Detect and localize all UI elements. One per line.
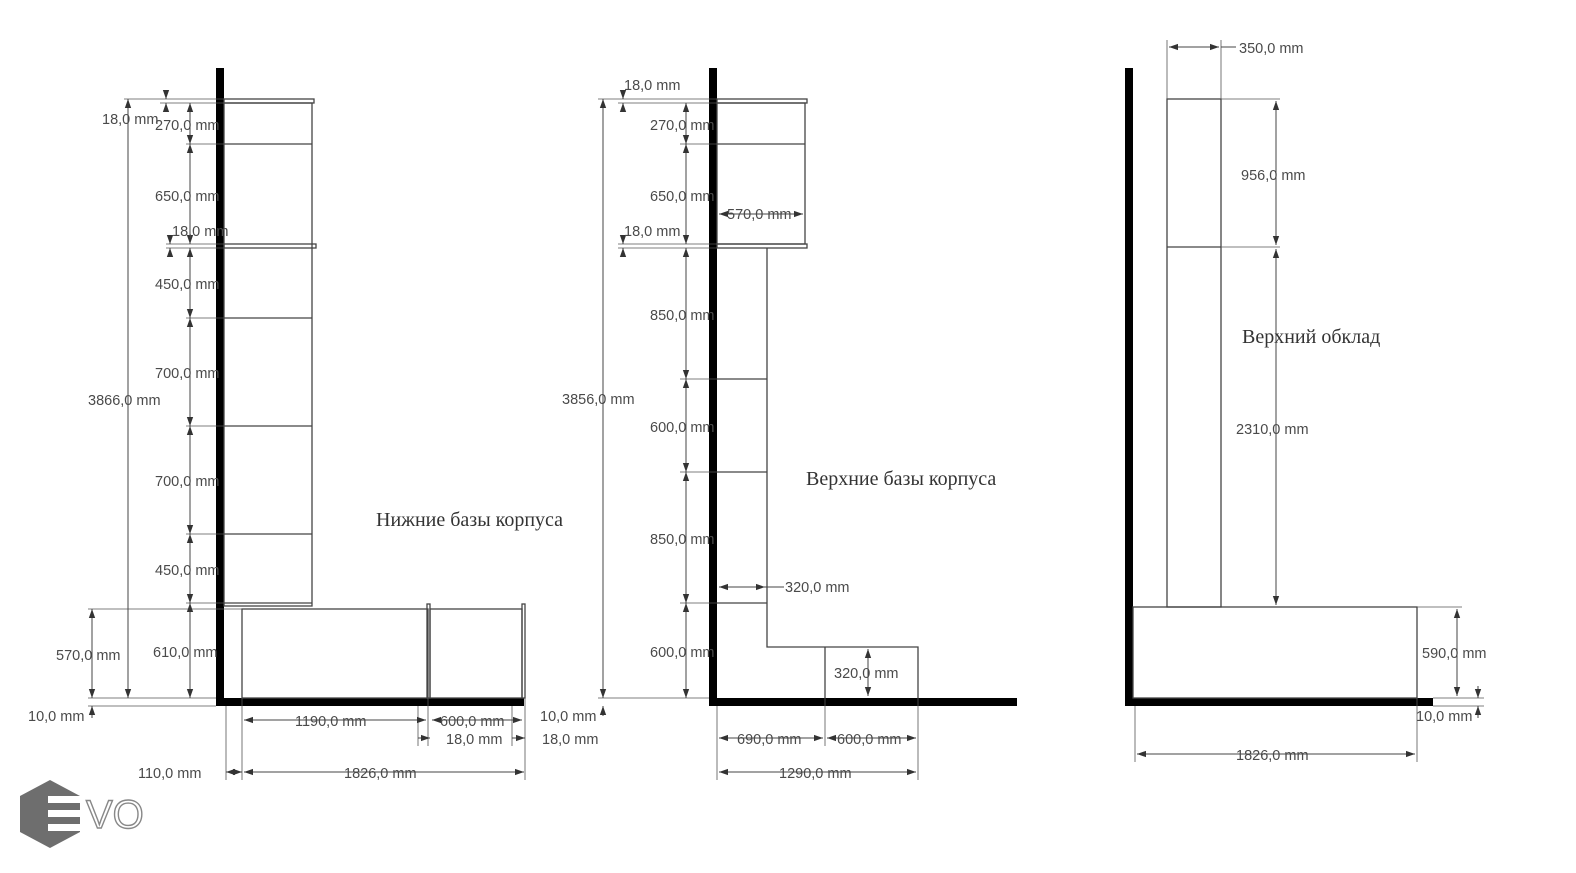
dim-label: 590,0 mm bbox=[1422, 646, 1486, 662]
dim-label: 450,0 mm bbox=[155, 563, 219, 579]
wall-vertical bbox=[709, 68, 717, 706]
dim-label: 1190,0 mm bbox=[295, 714, 366, 730]
wall-cabinets bbox=[716, 98, 808, 249]
upper-cladding-view: Верхний обклад 350,0 mm 956,0 mm 2310,0 … bbox=[1125, 40, 1486, 764]
cladding-view-title: Верхний обклад bbox=[1242, 326, 1380, 348]
dim-label: 700,0 mm bbox=[155, 474, 219, 490]
dim-label: 18,0 mm bbox=[446, 732, 502, 748]
dim-label: 850,0 mm bbox=[650, 532, 714, 548]
upper-view-title: Верхние базы корпуса bbox=[806, 468, 996, 490]
base-cabinets bbox=[224, 603, 526, 699]
tall-cabinet-column bbox=[223, 98, 317, 607]
dim-label: 1290,0 mm bbox=[779, 766, 852, 782]
wall-vertical bbox=[216, 68, 224, 706]
dim-label: 850,0 mm bbox=[650, 308, 714, 324]
dim-label: 3856,0 mm bbox=[562, 392, 635, 408]
dim-label: 10,0 mm bbox=[1416, 709, 1472, 725]
floor-line bbox=[216, 698, 524, 706]
dim-label: 2310,0 mm bbox=[1236, 422, 1309, 438]
dim-label: 600,0 mm bbox=[837, 732, 901, 748]
tall-narrow-cabinet bbox=[717, 248, 919, 698]
dim-label: 3866,0 mm bbox=[88, 393, 161, 409]
upper-bases-view: Верхние базы корпуса 18,0 mm 270,0 mm 65… bbox=[540, 68, 1017, 782]
dim-label: 18,0 mm bbox=[624, 224, 680, 240]
dim-label: 600,0 mm bbox=[440, 714, 504, 730]
dim-label: 690,0 mm bbox=[737, 732, 801, 748]
dim-label: 450,0 mm bbox=[155, 277, 219, 293]
wall-vertical bbox=[1125, 68, 1133, 706]
dim-label: 18,0 mm bbox=[172, 224, 228, 240]
lower-bases-view: Нижние базы корпуса 18,0 mm 270,0 mm 650… bbox=[28, 68, 598, 782]
dim-label: 10,0 mm bbox=[28, 709, 84, 725]
lower-view-title: Нижние базы корпуса bbox=[376, 509, 563, 531]
floor-line bbox=[1125, 698, 1433, 706]
dim-label: 650,0 mm bbox=[650, 189, 714, 205]
logo-text: VO bbox=[86, 793, 144, 837]
dim-label: 270,0 mm bbox=[650, 118, 714, 134]
dim-label: 350,0 mm bbox=[1239, 41, 1303, 57]
dim-label: 956,0 mm bbox=[1241, 168, 1305, 184]
dim-label: 320,0 mm bbox=[834, 666, 898, 682]
dim-label: 600,0 mm bbox=[650, 645, 714, 661]
dim-label: 18,0 mm bbox=[624, 78, 680, 94]
dim-label: 570,0 mm bbox=[727, 207, 791, 223]
dim-label: 10,0 mm bbox=[540, 709, 596, 725]
dim-label: 320,0 mm bbox=[785, 580, 849, 596]
dim-label: 18,0 mm bbox=[542, 732, 598, 748]
evo-logo: VO bbox=[20, 780, 144, 848]
dim-label: 600,0 mm bbox=[650, 420, 714, 436]
dim-label: 110,0 mm bbox=[138, 766, 201, 782]
dim-label: 1826,0 mm bbox=[1236, 748, 1309, 764]
cladding-panels bbox=[1132, 98, 1418, 699]
dim-label: 610,0 mm bbox=[153, 645, 217, 661]
floor-line bbox=[709, 698, 1017, 706]
dim-label: 18,0 mm bbox=[102, 112, 158, 128]
dim-label: 650,0 mm bbox=[155, 189, 219, 205]
dim-label: 270,0 mm bbox=[155, 118, 219, 134]
dim-label: 700,0 mm bbox=[155, 366, 219, 382]
dim-label: 1826,0 mm bbox=[344, 766, 417, 782]
dim-label: 570,0 mm bbox=[56, 648, 120, 664]
